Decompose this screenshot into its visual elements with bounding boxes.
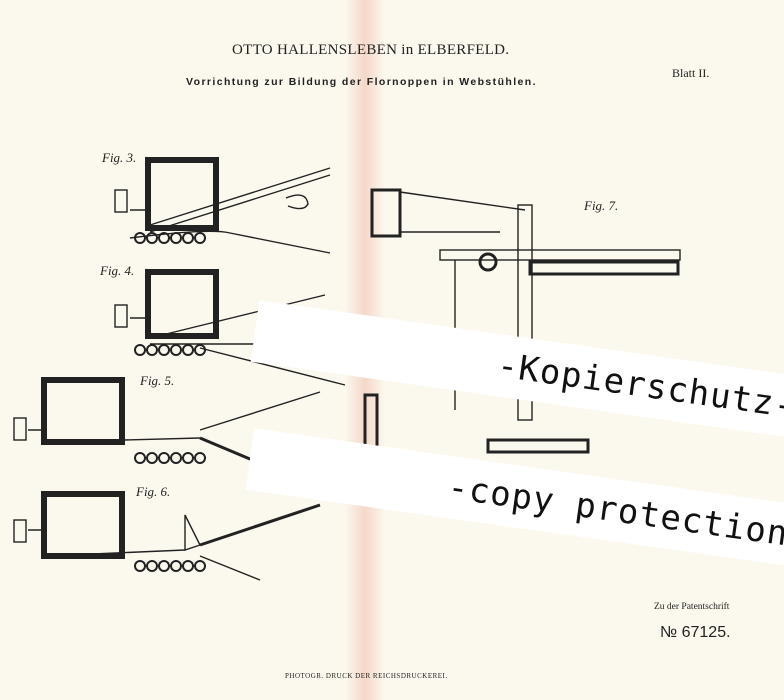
patent-title: Vorrichtung zur Bildung der Flornoppen i… bbox=[186, 76, 537, 88]
patent-author: OTTO HALLENSLEBEN in ELBERFELD. bbox=[232, 42, 510, 58]
figure-4-drawing bbox=[114, 269, 346, 386]
figure-4-label: Fig. 4. bbox=[100, 263, 135, 278]
printer-credit: PHOTOGR. DRUCK DER REICHSDRUCKEREI. bbox=[285, 672, 448, 680]
sheet-number: Blatt II. bbox=[672, 66, 710, 80]
figure-5-label: Fig. 5. bbox=[140, 373, 175, 388]
patent-number: № 67125. bbox=[660, 624, 731, 641]
figure-3-label: Fig. 3. bbox=[102, 150, 137, 165]
figure-6-label: Fig. 6. bbox=[136, 484, 171, 499]
figure-6-drawing bbox=[13, 491, 321, 581]
patent-reference-label: Zu der Patentschrift bbox=[654, 602, 730, 612]
figure-3-drawing bbox=[114, 157, 331, 254]
figure-7-label: Fig. 7. bbox=[584, 198, 619, 213]
